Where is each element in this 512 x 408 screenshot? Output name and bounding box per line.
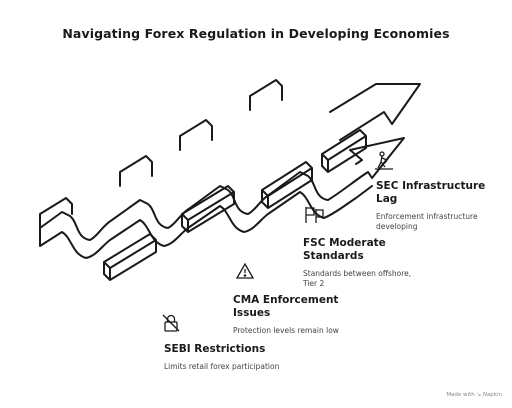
block-3 xyxy=(261,161,313,209)
construction-worker-icon xyxy=(373,149,395,175)
riser-3 xyxy=(179,119,213,151)
step-sebi-desc: Limits retail forex participation xyxy=(164,362,280,371)
flags-icon xyxy=(303,205,325,229)
block-2 xyxy=(181,185,235,233)
arrow-head xyxy=(329,83,421,141)
step-sebi: SEBI Restrictions Limits retail forex pa… xyxy=(164,343,279,372)
step-sec: SEC Infrastructure Lag Enforcement infra… xyxy=(376,180,485,232)
warning-triangle-icon xyxy=(235,262,255,284)
step-cma: CMA Enforcement Issues Protection levels… xyxy=(233,294,339,336)
step-cma-title: CMA Enforcement Issues xyxy=(233,294,339,319)
block-4 xyxy=(321,129,367,173)
step-fsc-title: FSC Moderate Standards xyxy=(303,237,386,262)
no-entry-lock-icon xyxy=(161,313,181,337)
step-sec-desc: Enforcement infrastructure developing xyxy=(376,212,478,231)
step-fsc-desc: Standards between offshore, Tier 2 xyxy=(303,269,412,288)
riser-4 xyxy=(249,79,283,111)
block-1 xyxy=(103,233,157,281)
riser-1 xyxy=(39,197,73,229)
step-sec-title: SEC Infrastructure Lag xyxy=(376,180,486,205)
ribbon-upper-edge xyxy=(39,137,405,241)
step-fsc: FSC Moderate Standards Standards between… xyxy=(303,237,411,289)
step-sebi-title: SEBI Restrictions xyxy=(164,343,266,355)
step-cma-desc: Protection levels remain low xyxy=(233,326,339,335)
riser-2 xyxy=(119,155,153,187)
diagram-title: Navigating Forex Regulation in Developin… xyxy=(62,26,450,41)
footer-credit: Made with ↘ Napkin xyxy=(446,392,502,398)
